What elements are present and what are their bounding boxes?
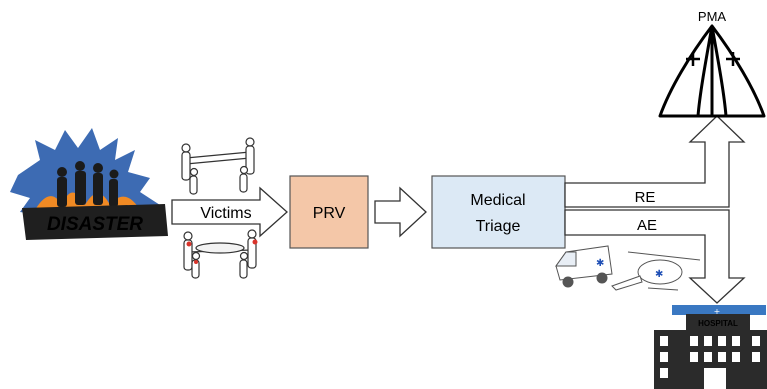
svg-text:+: + — [714, 307, 721, 316]
hospital-label: HOSPITAL — [698, 319, 738, 328]
svg-text:✱: ✱ — [655, 269, 663, 280]
prv-label: PRV — [313, 205, 346, 222]
re-route-arrow — [564, 115, 746, 208]
disaster-icon: DISASTER — [10, 128, 168, 240]
hospital-icon: + HOSPITAL — [654, 305, 767, 389]
injury-marks — [186, 239, 258, 264]
disaster-label: DISASTER — [47, 214, 143, 235]
triage-label-line2: Triage — [476, 218, 521, 235]
svg-text:✱: ✱ — [596, 258, 604, 269]
victims-label: Victims — [200, 205, 251, 222]
tent-cross-marks — [686, 52, 740, 66]
victims-arrow — [171, 186, 288, 238]
ae-route-arrow — [564, 209, 746, 304]
re-label: RE — [635, 189, 656, 206]
prv-to-triage-arrow — [374, 186, 427, 238]
helicopter-icon: ✱ — [611, 251, 701, 291]
ambulance-icon: ✱ — [555, 245, 613, 288]
stretcher-bearers-icon — [181, 137, 257, 279]
pma-label: PMA — [698, 9, 727, 24]
triage-label-line1: Medical — [470, 192, 525, 209]
tent-icon — [658, 24, 766, 118]
prv-box — [289, 175, 369, 249]
triage-box — [431, 175, 566, 249]
ae-label: AE — [637, 217, 657, 234]
